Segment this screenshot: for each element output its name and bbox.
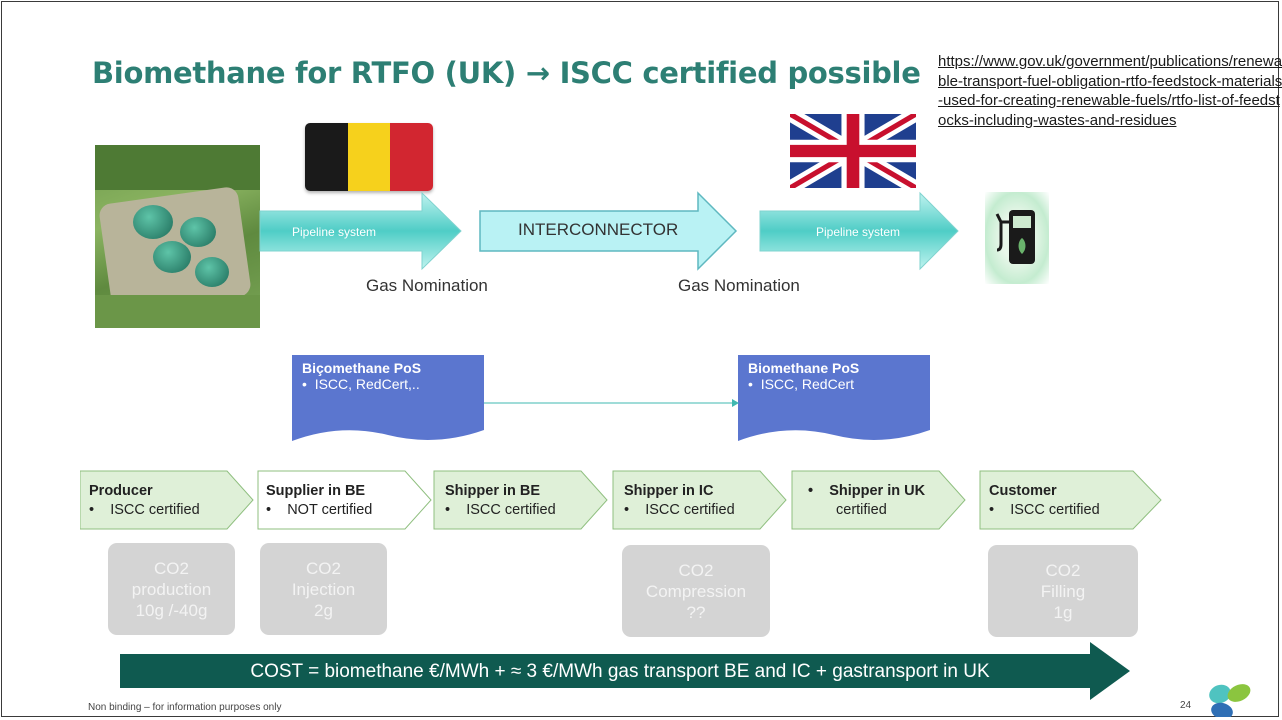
cost-statement: COST = biomethane €/MWh + ≈ 3 €/MWh gas … bbox=[250, 661, 990, 682]
chain-status-shipper-be: • ISCC certified bbox=[445, 502, 556, 518]
chain-status-shipper-ic: • ISCC certified bbox=[624, 502, 735, 518]
chain-heading-shipper-uk: • Shipper in UK bbox=[808, 483, 926, 499]
company-logo bbox=[1209, 684, 1251, 717]
chain-status-supplier-be: • NOT certified bbox=[266, 502, 373, 518]
pos-bullet-text-be: ISCC, RedCert,.. bbox=[314, 376, 420, 392]
page-number: 24 bbox=[1180, 700, 1192, 711]
pos-bullet-be: • ISCC, RedCert,.. bbox=[302, 376, 420, 392]
pos-bullet-uk: • ISCC, RedCert bbox=[748, 376, 855, 392]
pos-transfer-arrow bbox=[484, 399, 739, 407]
pos-document-uk-shape bbox=[738, 355, 930, 441]
co2-line: Filling bbox=[1040, 581, 1086, 601]
chain-text-shipper-be: Shipper in BE • ISCC certified bbox=[445, 482, 556, 520]
digester-tank bbox=[133, 205, 173, 239]
pipeline-arrow-uk bbox=[759, 191, 959, 271]
chain-status-shipper-uk: certified bbox=[836, 502, 887, 518]
pos-bullet-text-uk: ISCC, RedCert bbox=[760, 376, 855, 392]
chain-heading-customer: Customer bbox=[989, 483, 1057, 499]
chain-step-customer bbox=[979, 470, 1162, 530]
co2-line: CO2 bbox=[678, 560, 714, 580]
pos-heading-uk: Biomethane PoS bbox=[748, 360, 860, 376]
flag-stripe-black bbox=[305, 123, 348, 191]
co2-line: CO2 bbox=[1045, 560, 1081, 580]
slide-title: Biomethane for RTFO (UK) → ISCC certifie… bbox=[92, 56, 921, 90]
co2-line: 10g /-40g bbox=[135, 600, 208, 620]
chain-status-text-shipper-be: ISCC certified bbox=[466, 502, 556, 518]
chain-status-text-supplier-be: NOT certified bbox=[287, 502, 373, 518]
footer-disclaimer: Non binding – for information purposes o… bbox=[88, 702, 282, 713]
co2-line: CO2 bbox=[306, 558, 341, 578]
interconnector-label: INTERCONNECTOR bbox=[518, 220, 679, 239]
fuel-pump-glyph bbox=[995, 210, 1035, 264]
chain-status-text-producer: ISCC certified bbox=[110, 502, 200, 518]
chain-text-shipper-ic: Shipper in IC • ISCC certified bbox=[624, 482, 735, 520]
co2-box-injection: CO2 Injection 2g bbox=[260, 543, 387, 635]
chain-step-shipper-uk bbox=[791, 470, 966, 530]
chain-text-customer: Customer • ISCC certified bbox=[989, 482, 1100, 520]
supply-chain bbox=[80, 470, 1162, 530]
fuel-pump-icon bbox=[985, 192, 1049, 284]
chain-text-supplier-be: Supplier in BE • NOT certified bbox=[266, 482, 372, 520]
chain-step-shipper-ic bbox=[612, 470, 787, 530]
chain-step-producer bbox=[80, 470, 254, 530]
co2-box-filling: CO2 Filling 1g bbox=[988, 545, 1138, 637]
co2-box-production: CO2 production 10g /-40g bbox=[108, 543, 235, 635]
digester-tank bbox=[153, 241, 191, 273]
pos-document-uk: Biomethane PoS • ISCC, RedCert bbox=[738, 355, 930, 397]
pos-heading-be: Biçomethane PoS bbox=[302, 360, 422, 376]
pos-document-be-shape bbox=[292, 355, 484, 441]
co2-line: Injection bbox=[291, 579, 356, 599]
photo-field bbox=[95, 145, 260, 190]
biogas-plant-photo bbox=[95, 145, 260, 328]
gas-nomination-label-1: Gas Nomination bbox=[366, 276, 488, 295]
co2-line: Compression bbox=[645, 581, 747, 601]
chain-text-shipper-uk: • Shipper in UK certified bbox=[808, 482, 925, 520]
chain-step-supplier-be bbox=[257, 470, 432, 530]
co2-line: CO2 bbox=[154, 558, 189, 578]
source-link[interactable]: https://www.gov.uk/government/publicatio… bbox=[938, 53, 1282, 129]
chain-status-producer: • ISCC certified bbox=[89, 502, 200, 518]
chain-status-text-shipper-ic: ISCC certified bbox=[645, 502, 735, 518]
chain-status-text-customer: ISCC certified bbox=[1010, 502, 1100, 518]
flag-stripe-yellow bbox=[347, 123, 391, 191]
chain-heading-text-shipper-uk: Shipper in UK bbox=[829, 483, 926, 499]
cost-arrow bbox=[120, 642, 1130, 700]
chain-status-customer: • ISCC certified bbox=[989, 502, 1100, 518]
co2-line: production bbox=[131, 579, 212, 599]
flag-stripe-red bbox=[390, 123, 433, 191]
uk-flag bbox=[790, 114, 916, 188]
chain-heading-shipper-ic: Shipper in IC bbox=[624, 483, 714, 499]
co2-line: 1g bbox=[1053, 602, 1073, 622]
interconnector-arrow bbox=[479, 191, 738, 271]
co2-line: ?? bbox=[686, 602, 706, 622]
co2-line: 2g bbox=[314, 600, 333, 620]
co2-box-compression: CO2 Compression ?? bbox=[622, 545, 770, 637]
pipeline-label-be: Pipeline system bbox=[292, 225, 377, 239]
photo-grass bbox=[95, 295, 260, 328]
chain-step-shipper-be bbox=[433, 470, 608, 530]
digester-tank bbox=[195, 257, 229, 287]
gas-nomination-label-2: Gas Nomination bbox=[678, 276, 800, 295]
chain-heading-shipper-be: Shipper in BE bbox=[445, 483, 541, 499]
pos-document-be: Biçomethane PoS • ISCC, RedCert,.. bbox=[292, 355, 484, 397]
chain-heading-producer: Producer bbox=[89, 483, 153, 499]
digester-tank bbox=[180, 217, 216, 247]
belgium-flag bbox=[305, 123, 433, 191]
pipeline-arrow-be bbox=[259, 191, 462, 271]
chain-heading-supplier-be: Supplier in BE bbox=[266, 483, 366, 499]
chain-text-producer: Producer • ISCC certified bbox=[89, 482, 200, 520]
pipeline-label-uk: Pipeline system bbox=[816, 225, 901, 239]
